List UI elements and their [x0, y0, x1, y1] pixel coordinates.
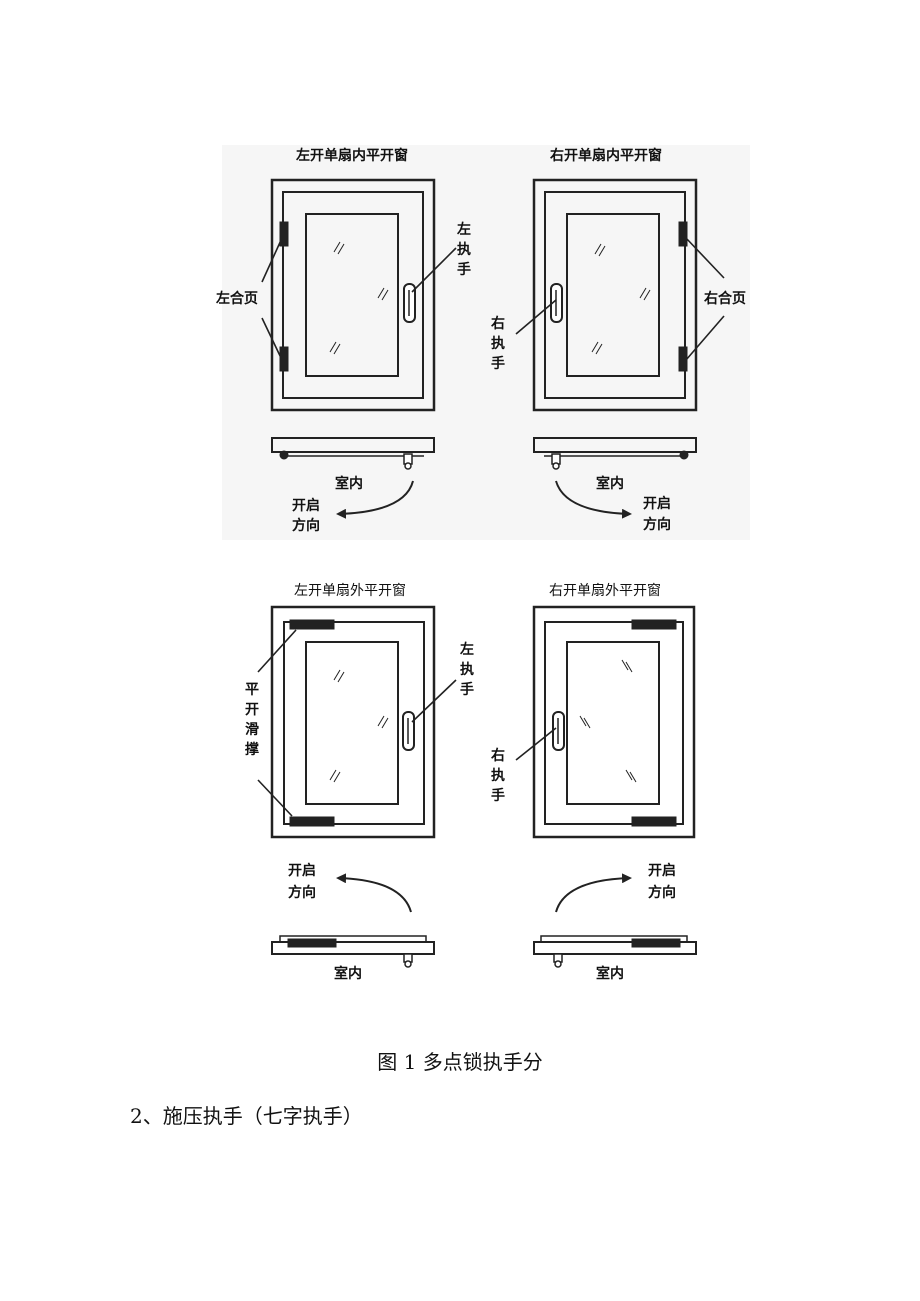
hinge-top: [279, 221, 289, 247]
handle-label: 左执手: [460, 642, 474, 698]
top-left-window: [261, 178, 457, 519]
window-diagram-figure: 左开单扇内平开窗 左合页 左执手 室内 开启 方向 右开单扇内平开窗 右合页 右…: [216, 145, 750, 982]
direction-label-line1: 开启: [643, 496, 671, 512]
direction-label-line1: 开启: [648, 863, 676, 879]
hinge-label: 右合页: [704, 291, 746, 307]
hinge-bottom: [279, 346, 289, 372]
bottom-right-title: 右开单扇外平开窗: [549, 583, 661, 599]
friction-stay-bottom: [631, 816, 677, 827]
room-label: 室内: [334, 966, 362, 982]
direction-label-line1: 开启: [288, 863, 316, 879]
room-label: 室内: [596, 476, 624, 492]
room-label: 室内: [335, 476, 363, 492]
handle-label: 右执手: [491, 316, 505, 372]
direction-label-line2: 方向: [643, 517, 671, 533]
bottom-right-window: [515, 605, 697, 968]
handle-label: 左执手: [457, 222, 471, 278]
hinge-bottom: [678, 346, 688, 372]
bottom-left-title: 左开单扇外平开窗: [294, 583, 406, 599]
top-right-window: [515, 178, 725, 519]
figure-caption: 图 1 多点锁执手分: [377, 1050, 543, 1074]
hinge-top: [678, 221, 688, 247]
direction-label-line2: 方向: [292, 518, 320, 534]
friction-stay-top: [631, 619, 677, 630]
section-heading: 2、施压执手（七字执手）: [130, 1104, 363, 1128]
hinge-label: 左合页: [216, 291, 258, 307]
window-diagram: [222, 145, 750, 968]
friction-stay-bottom: [289, 816, 335, 827]
direction-label-line2: 方向: [288, 885, 316, 901]
room-label: 室内: [596, 966, 624, 982]
top-right-title: 右开单扇内平开窗: [550, 148, 662, 164]
top-panel-background: [222, 145, 750, 540]
direction-label-line2: 方向: [648, 885, 676, 901]
direction-label-line1: 开启: [292, 498, 320, 514]
friction-stay-label: 平开滑撑: [245, 682, 259, 758]
bottom-left-window: [257, 605, 457, 968]
handle-label: 右执手: [491, 748, 505, 804]
friction-stay-top: [289, 619, 335, 630]
top-left-title: 左开单扇内平开窗: [296, 148, 408, 164]
